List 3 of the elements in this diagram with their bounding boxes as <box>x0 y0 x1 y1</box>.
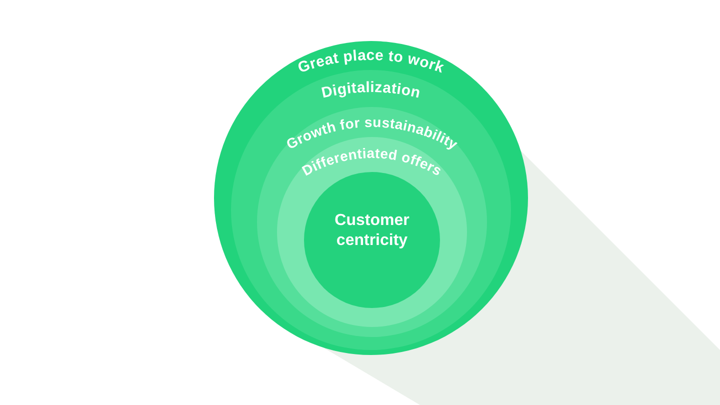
ring-label: Digitalization <box>320 79 422 102</box>
ring-label: Great place to work <box>296 47 446 77</box>
center-label: Customer centricity <box>334 211 410 251</box>
